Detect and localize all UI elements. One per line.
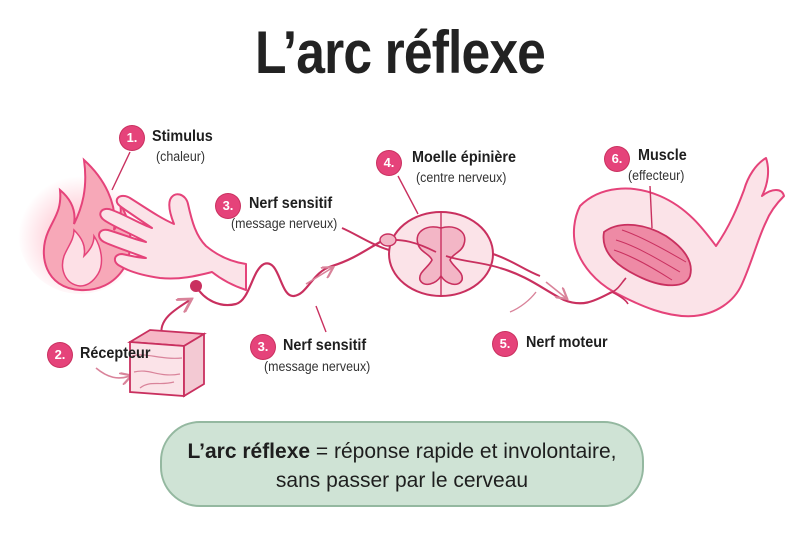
stimulus-pointer <box>111 151 131 191</box>
spinal-pointer <box>397 175 419 215</box>
summary-definition: = réponse rapide et involontaire, <box>310 440 617 463</box>
hand-icon <box>98 193 247 291</box>
receptor-label-arrow-icon <box>95 367 130 378</box>
motor-arrow-icon <box>545 281 566 298</box>
step-number-badge: 3. <box>251 335 275 359</box>
step-label: Muscle <box>638 147 687 164</box>
summary-box: L’arc réflexe = réponse rapide et involo… <box>160 421 644 507</box>
signal-arrow-icon <box>305 268 332 285</box>
skin-block-icon <box>127 329 207 398</box>
step-number-badge: 2. <box>48 343 72 367</box>
step-sublabel: (message nerveux) <box>264 359 371 374</box>
step-sublabel: (message nerveux) <box>231 216 338 231</box>
step-label: Nerf moteur <box>526 334 608 351</box>
step-label: Nerf sensitif <box>249 195 333 212</box>
step-label: Moelle épinière <box>412 149 517 166</box>
arm-muscle-icon <box>572 157 785 318</box>
step-number-badge: 3. <box>216 194 240 218</box>
summary-line-2: sans passer par le cerveau <box>275 469 529 492</box>
step-label: Stimulus <box>152 128 213 145</box>
summary-line-1: L’arc réflexe = réponse rapide et involo… <box>162 437 642 466</box>
step-sublabel: (effecteur) <box>628 168 685 183</box>
flame-icon <box>18 157 142 294</box>
page-title: L’arc réflexe <box>254 19 546 86</box>
sensory-pointer-lower <box>315 305 327 333</box>
step-number-badge: 1. <box>120 126 144 150</box>
sensory-nerve-path <box>195 241 381 307</box>
step-sublabel: (centre nerveux) <box>416 170 507 185</box>
spinal-cord-icon <box>341 211 541 297</box>
step-number-badge: 6. <box>605 147 629 171</box>
summary-term: L’arc réflexe <box>187 440 311 463</box>
step-sublabel: (chaleur) <box>156 149 206 164</box>
step-label: Nerf sensitif <box>283 337 367 354</box>
step-number-badge: 5. <box>493 332 517 356</box>
motor-label-pointer <box>509 291 537 313</box>
step-label: Récepteur <box>80 345 151 362</box>
step-number-badge: 4. <box>377 151 401 175</box>
receptor-point-icon <box>190 280 202 292</box>
